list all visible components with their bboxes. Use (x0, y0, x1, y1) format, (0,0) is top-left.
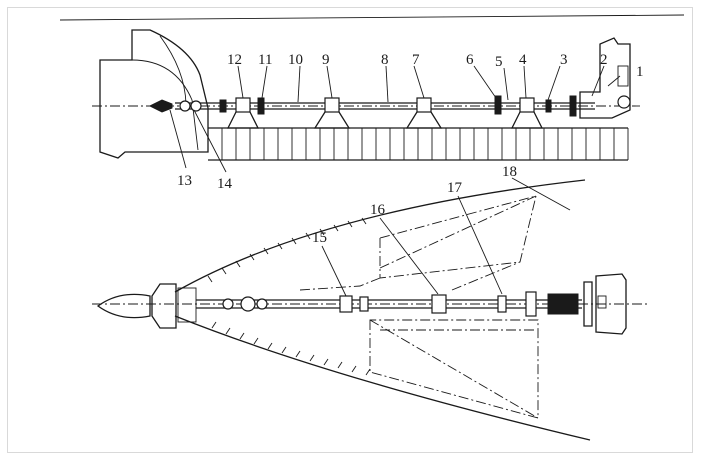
label-14: 14 (217, 176, 233, 192)
bearing-9 (324, 97, 340, 113)
label-7: 7 (412, 52, 420, 68)
side-elevation-view (92, 29, 640, 173)
label-4: 4 (519, 52, 527, 68)
part-3-block (545, 99, 552, 113)
hull-side-lower (174, 315, 591, 441)
frame-ticks-upper (207, 217, 367, 283)
plan-gearbox-flange (583, 281, 593, 327)
part-labels: 1 2 3 4 5 6 7 8 9 10 11 12 13 14 15 16 1… (177, 52, 644, 246)
plan-engine (595, 273, 627, 335)
label-8: 8 (381, 52, 389, 68)
bearing-9-pedestal (313, 111, 351, 129)
propeller-hub (151, 283, 177, 329)
engine-flange (617, 95, 631, 109)
bearing-4 (519, 97, 535, 113)
stern-frame-line (131, 59, 199, 151)
plan-bearing-16 (431, 294, 447, 314)
plan-bearing-15 (339, 295, 353, 313)
thrust-block-2 (569, 95, 577, 117)
label-3: 3 (560, 52, 568, 68)
bottom-leader-lines (321, 177, 571, 297)
bearing-7 (416, 97, 432, 113)
coupling-6 (494, 95, 502, 115)
label-12: 12 (227, 52, 242, 68)
coupling-11 (257, 97, 265, 115)
label-1: 1 (636, 64, 644, 80)
label-9: 9 (322, 52, 330, 68)
label-2: 2 (600, 52, 608, 68)
floor-frames (221, 128, 629, 160)
plan-coupling-2 (525, 291, 537, 317)
label-13: 13 (177, 173, 192, 189)
bearing-7-pedestal (405, 111, 443, 129)
label-11: 11 (258, 52, 272, 68)
hull-side-upper (174, 179, 586, 293)
top-leader-lines (169, 65, 621, 173)
label-15: 15 (312, 230, 327, 246)
bearing-12 (235, 97, 251, 113)
plan-thrust-assembly (547, 293, 579, 315)
stern-post-line (159, 35, 187, 105)
stern-tube-seal (219, 99, 227, 113)
main-engine (579, 37, 631, 119)
engine-detail (617, 65, 629, 87)
stern-tube (177, 287, 197, 323)
label-17: 17 (447, 180, 463, 196)
plan-view (92, 177, 648, 441)
stern-hull (99, 29, 209, 159)
plan-coupling-1 (240, 296, 256, 312)
label-16: 16 (370, 202, 386, 218)
frame-ticks-lower (211, 321, 371, 376)
propeller-top (148, 99, 173, 113)
plan-bearing-17 (497, 295, 507, 313)
label-6: 6 (466, 52, 474, 68)
top-rule (59, 14, 685, 21)
bearing-4-pedestal (510, 111, 544, 129)
construction-lines (299, 195, 539, 419)
figure-border (7, 7, 693, 453)
rudder-bulb (96, 293, 151, 319)
label-10: 10 (288, 52, 303, 68)
label-5: 5 (495, 54, 503, 70)
label-18: 18 (502, 164, 517, 180)
bearing-12-pedestal (226, 111, 260, 129)
